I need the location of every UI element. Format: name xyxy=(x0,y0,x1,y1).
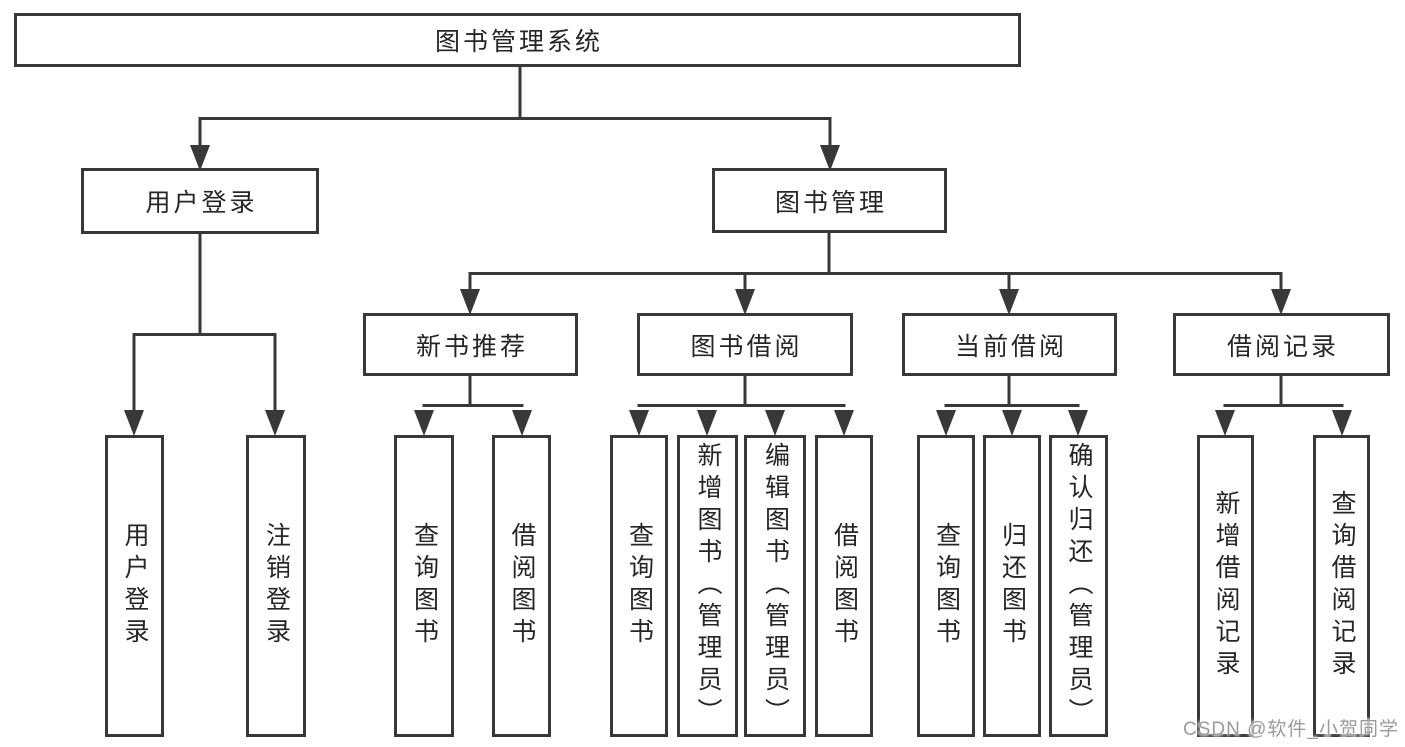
connector-user-login-children xyxy=(124,232,285,436)
node-leaf-user-login-label: 用户登录 xyxy=(121,522,149,650)
node-leaf-confirm-return-label: 确认归还（管理员） xyxy=(1065,442,1093,730)
node-leaf-borrow-book-rec-label: 借阅图书 xyxy=(508,522,536,650)
node-borrow-record: 借阅记录 xyxy=(1173,313,1390,376)
node-leaf-user-login: 用户登录 xyxy=(105,435,164,737)
node-leaf-borrow-book-borrow: 借阅图书 xyxy=(815,435,873,737)
node-leaf-borrow-book-borrow-label: 借阅图书 xyxy=(830,522,859,650)
node-leaf-query-borrow-record-label: 查询借阅记录 xyxy=(1328,490,1356,682)
node-leaf-add-book: 新增图书（管理员） xyxy=(677,435,738,737)
node-new-book-rec: 新书推荐 xyxy=(363,313,578,376)
node-root-label: 图书管理系统 xyxy=(434,28,603,56)
connector-book-borrow-children xyxy=(629,374,854,436)
node-user-login: 用户登录 xyxy=(81,168,319,234)
connector-borrow-record-children xyxy=(1215,374,1352,436)
node-leaf-add-borrow-record: 新增借阅记录 xyxy=(1197,435,1254,737)
node-book-borrow: 图书借阅 xyxy=(637,313,853,376)
connector-current-borrow-children xyxy=(936,374,1088,436)
node-book-mgmt: 图书管理 xyxy=(712,168,947,233)
node-current-borrow: 当前借阅 xyxy=(902,313,1117,376)
node-leaf-logout: 注销登录 xyxy=(246,435,306,737)
node-leaf-query-book-current-label: 查询图书 xyxy=(932,522,961,650)
node-leaf-query-book-rec: 查询图书 xyxy=(394,435,454,737)
node-leaf-query-borrow-record: 查询借阅记录 xyxy=(1313,435,1370,737)
connector-root-to-level2 xyxy=(190,65,840,171)
node-leaf-return-book-label: 归还图书 xyxy=(998,522,1027,650)
connector-book-mgmt-to-level3 xyxy=(460,231,1291,315)
node-leaf-query-book-borrow: 查询图书 xyxy=(610,435,668,737)
node-leaf-add-book-label: 新增图书（管理员） xyxy=(694,442,722,730)
node-book-borrow-label: 图书借阅 xyxy=(690,332,803,361)
node-leaf-edit-book-label: 编辑图书（管理员） xyxy=(761,442,790,730)
node-leaf-return-book: 归还图书 xyxy=(983,435,1041,737)
node-leaf-borrow-book-rec: 借阅图书 xyxy=(492,435,551,737)
node-root: 图书管理系统 xyxy=(14,13,1021,67)
node-leaf-query-book-current: 查询图书 xyxy=(917,435,975,737)
node-leaf-edit-book: 编辑图书（管理员） xyxy=(744,435,806,737)
node-leaf-query-book-rec-label: 查询图书 xyxy=(410,522,439,650)
node-new-book-rec-label: 新书推荐 xyxy=(415,332,528,361)
node-borrow-record-label: 借阅记录 xyxy=(1226,332,1339,361)
node-book-mgmt-label: 图书管理 xyxy=(774,188,887,217)
node-leaf-add-borrow-record-label: 新增借阅记录 xyxy=(1212,490,1240,682)
node-leaf-query-book-borrow-label: 查询图书 xyxy=(625,522,654,650)
node-leaf-logout-label: 注销登录 xyxy=(262,522,291,650)
connector-new-book-rec-children xyxy=(414,374,532,436)
watermark: CSDN @软件_小贺同学 xyxy=(1183,719,1399,740)
node-current-borrow-label: 当前借阅 xyxy=(954,332,1067,361)
node-leaf-confirm-return: 确认归还（管理员） xyxy=(1049,435,1108,737)
node-user-login-label: 用户登录 xyxy=(145,189,258,217)
